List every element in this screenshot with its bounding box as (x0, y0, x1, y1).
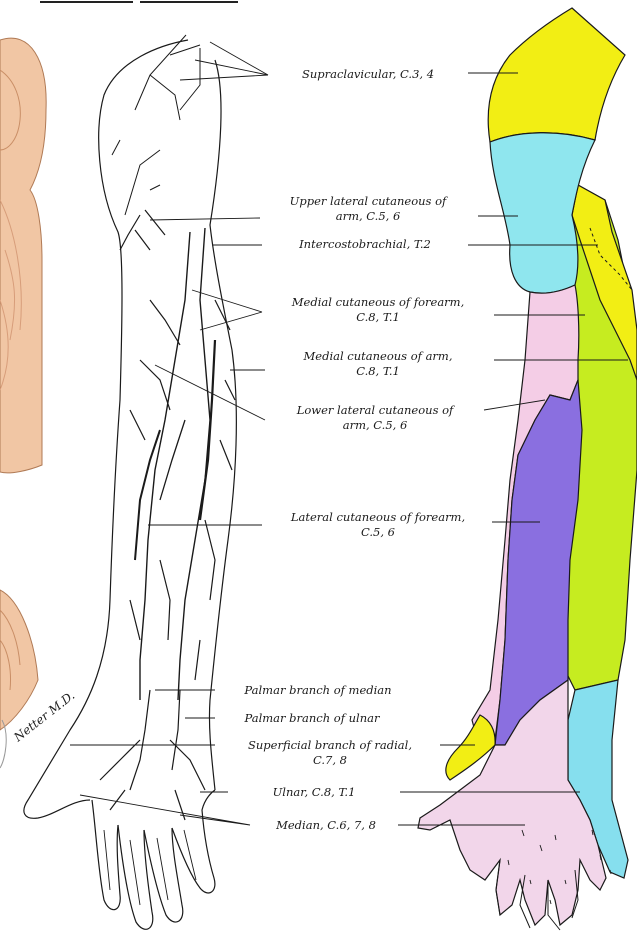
label-medial-forearm-line1: Medial cutaneous of forearm, (291, 295, 464, 309)
colored-dermatome-arm (398, 8, 637, 930)
region-supraclavicular (488, 8, 625, 142)
label-superficial-radial-line1: Superficial branch of radial, (248, 738, 412, 752)
label-upper-lateral-line2: arm, C.5, 6 (336, 209, 401, 223)
label-medial-forearm-line2: C.8, T.1 (356, 310, 400, 324)
label-palmar-ulnar: Palmar branch of ulnar (244, 711, 381, 725)
label-lower-lateral-line2: arm, C.5, 6 (343, 418, 408, 432)
label-intercostobrachial: Intercostobrachial, T.2 (298, 237, 431, 251)
label-ulnar: Ulnar, C.8, T.1 (273, 785, 356, 799)
label-lateral-forearm-line1: Lateral cutaneous of forearm, (290, 510, 465, 524)
arm-nerve-outline (24, 35, 268, 929)
label-upper-lateral-line1: Upper lateral cutaneous of (290, 194, 448, 208)
anatomical-figure-thumbnail (0, 38, 46, 768)
region-lateral-forearm (495, 380, 582, 745)
label-medial-arm-line2: C.8, T.1 (356, 364, 400, 378)
label-lateral-forearm-line2: C.5, 6 (361, 525, 395, 539)
label-lower-lateral-line1: Lower lateral cutaneous of (296, 403, 455, 417)
label-palmar-median: Palmar branch of median (243, 683, 391, 697)
label-superficial-radial-line2: C.7, 8 (313, 753, 347, 767)
label-medial-arm-line1: Medial cutaneous of arm, (303, 349, 453, 363)
nerve-labels: Supraclavicular, C.3, 4 Upper lateral cu… (243, 67, 465, 832)
label-supraclavicular: Supraclavicular, C.3, 4 (302, 67, 434, 81)
label-median: Median, C.6, 7, 8 (275, 818, 376, 832)
